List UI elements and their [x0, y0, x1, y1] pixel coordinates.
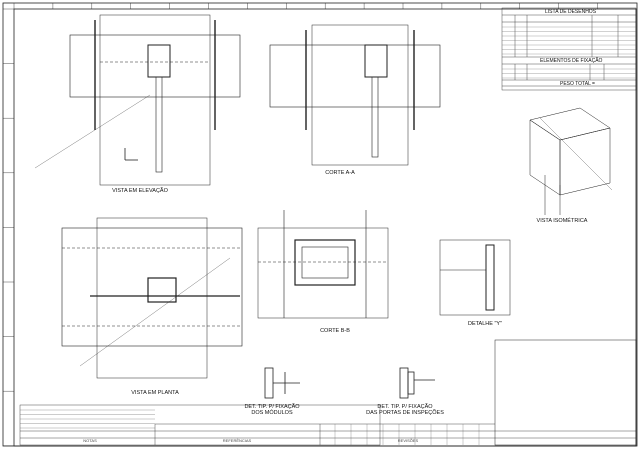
plan-view-title: VISTA EM PLANTA — [131, 390, 179, 396]
revisions-label: REVISÕES — [397, 438, 419, 443]
drawing-list-table — [501, 7, 637, 91]
title-stamp-box — [494, 339, 637, 446]
elevation-view-title: VISTA EM ELEVAÇÃO — [112, 188, 168, 194]
section-aa-title: CORTE A-A — [325, 170, 355, 176]
border-ruler — [3, 3, 598, 446]
detail-y-title: DETALHE "Y" — [467, 321, 503, 327]
notes-table — [19, 404, 636, 446]
detail-modules-title: DET. TIP. P/ FIXAÇÃO DOS MÓDULOS — [244, 404, 300, 417]
detail-modules-view — [264, 367, 300, 399]
detail-y-view — [439, 239, 511, 316]
inner-border — [13, 8, 637, 447]
isometric-view — [529, 107, 613, 215]
plan-view — [61, 217, 243, 379]
section-bb-title: CORTE B-B — [320, 328, 350, 334]
drawing-list-title: LISTA DE DESENHOS — [545, 9, 597, 15]
fixing-elements-title: ELEMENTOS DE FIXAÇÃO — [540, 58, 603, 64]
references-label: REFERÊNCIAS — [222, 438, 252, 443]
elevation-view — [34, 14, 241, 186]
detail-doors-view — [399, 367, 435, 399]
section-aa-view — [269, 24, 441, 166]
total-weight-label: PESO TOTAL = — [560, 81, 595, 87]
section-bb-view — [257, 210, 389, 319]
notes-label: NOTAS — [83, 438, 97, 443]
isometric-view-title: VISTA ISOMÉTRICA — [536, 218, 588, 224]
detail-doors-title: DET. TIP. P/ FIXAÇÃO DAS PORTAS DE INSPE… — [366, 404, 444, 417]
